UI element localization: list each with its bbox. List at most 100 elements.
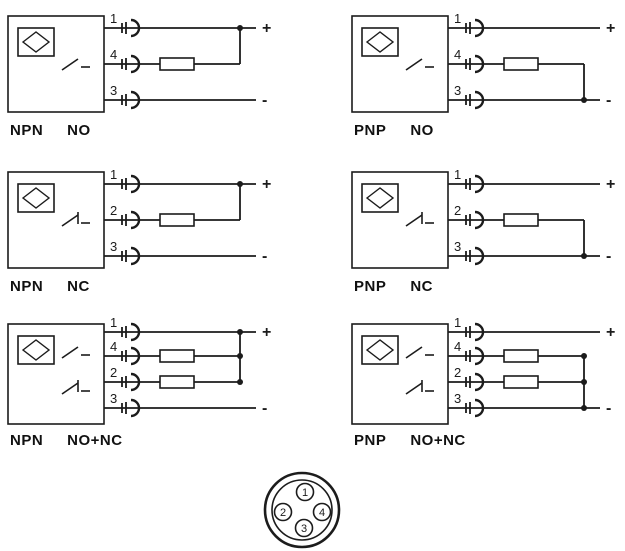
switch-no-icon (61, 346, 90, 359)
diagram-mode-label: NO (67, 122, 91, 139)
plug-shell (130, 372, 141, 392)
wire-pin-label: 1 (110, 11, 117, 26)
connector-pin-4-label: 4 (319, 507, 325, 519)
diamond-frame (17, 183, 55, 213)
switch-nc-icon (405, 212, 434, 227)
sensor-box (351, 15, 449, 113)
junction-dot (581, 405, 587, 411)
wire-pin-label: 2 (110, 365, 117, 380)
connector-pinout: 1 2 3 4 (247, 462, 357, 551)
diamond-symbol (365, 31, 395, 53)
load-resistor (159, 349, 195, 363)
diagram-canvas-pnp-nc: 123+- (351, 167, 615, 269)
diagram-family-label: NPN (10, 122, 44, 139)
plug-shell (130, 90, 141, 110)
junction-dot (581, 253, 587, 259)
load-resistor (503, 375, 539, 389)
switch-blade (405, 214, 423, 227)
connector-pin-1: 1 (295, 482, 315, 502)
switch-blade (61, 346, 79, 359)
wire-pin-label: 3 (454, 239, 461, 254)
minus-terminal-label: - (262, 92, 267, 109)
junction-dot (237, 25, 243, 31)
plug-shell (474, 90, 485, 110)
proximity-sensor-icon (17, 183, 55, 213)
junction-dot (237, 181, 243, 187)
connector-plug-icon (465, 90, 485, 110)
wire-pin-label: 1 (110, 167, 117, 182)
plug-shell (474, 246, 485, 266)
diagram-mode-label: NO+NC (67, 432, 123, 449)
wire-pin-label: 1 (454, 318, 461, 330)
switch-blade (405, 58, 423, 71)
minus-terminal-label: - (606, 248, 611, 265)
switch-blade (405, 382, 423, 395)
minus-terminal-label: - (606, 92, 611, 109)
connector-plug-icon (465, 54, 485, 74)
wire-pin-label: 4 (454, 339, 461, 354)
diagram-family-label: NPN (10, 278, 44, 295)
connector-pin-3-circle (294, 518, 314, 538)
plug-shell (474, 322, 485, 342)
wire-pin-label: 4 (110, 339, 117, 354)
plug-shell (474, 372, 485, 392)
plus-terminal-label: + (262, 324, 271, 341)
plug-shell (130, 54, 141, 74)
switch-nc-icon (61, 212, 90, 227)
switch-blade (61, 58, 79, 71)
connector-pin-3-label: 3 (301, 523, 307, 535)
connector-plug-icon (121, 372, 141, 392)
connector-plug-icon (121, 90, 141, 110)
connector-plug-icon (121, 322, 141, 342)
wire-pin-label: 2 (454, 203, 461, 218)
diagram-family-label: PNP (354, 122, 387, 139)
diamond-frame (361, 183, 399, 213)
connector-pinout-canvas: 1 2 3 4 (263, 471, 341, 549)
diamond-symbol (21, 31, 51, 53)
wire-pin-label: 3 (454, 83, 461, 98)
connector-inner-ring (271, 479, 333, 541)
minus-terminal-label: - (606, 400, 611, 417)
connector-plug-icon (121, 54, 141, 74)
diagram-canvas-pnp-no: 143+- (351, 11, 615, 113)
junction-dot (237, 329, 243, 335)
connector-pin-2-label: 2 (280, 507, 286, 519)
minus-terminal-label: - (262, 400, 267, 417)
plug-shell (474, 18, 485, 38)
diagram-mode-label: NO (410, 122, 434, 139)
load-resistor (503, 349, 539, 363)
connector-plug-icon (465, 246, 485, 266)
diagram-canvas-npn-nc: 123+- (7, 167, 271, 269)
plus-terminal-label: + (262, 20, 271, 37)
proximity-sensor-icon (361, 183, 399, 213)
diagram-caption: NPN NO+NC (2, 432, 304, 449)
proximity-sensor-icon (17, 335, 55, 365)
switch-blade (61, 214, 79, 227)
junction-dot (581, 353, 587, 359)
load-resistor (159, 375, 195, 389)
connector-plug-icon (465, 372, 485, 392)
switch-nc-icon (61, 380, 90, 395)
sensor-box (351, 323, 449, 425)
connector-plug-icon (121, 210, 141, 230)
plug-shell (130, 174, 141, 194)
diagram-caption: PNP NO (346, 122, 625, 139)
connector-plug-icon (121, 246, 141, 266)
diamond-frame (17, 335, 55, 365)
diagram-family-label: NPN (10, 432, 44, 449)
plug-shell (130, 210, 141, 230)
plug-shell (474, 210, 485, 230)
diagram-mode-label: NO+NC (410, 432, 466, 449)
connector-pin-2: 2 (273, 502, 293, 522)
switch-blade (61, 382, 79, 395)
diagram-canvas-npn-no: 143+- (7, 11, 271, 113)
connector-pin-4-circle (312, 502, 332, 522)
connector-plug-icon (465, 18, 485, 38)
wire-pin-label: 4 (110, 47, 117, 62)
